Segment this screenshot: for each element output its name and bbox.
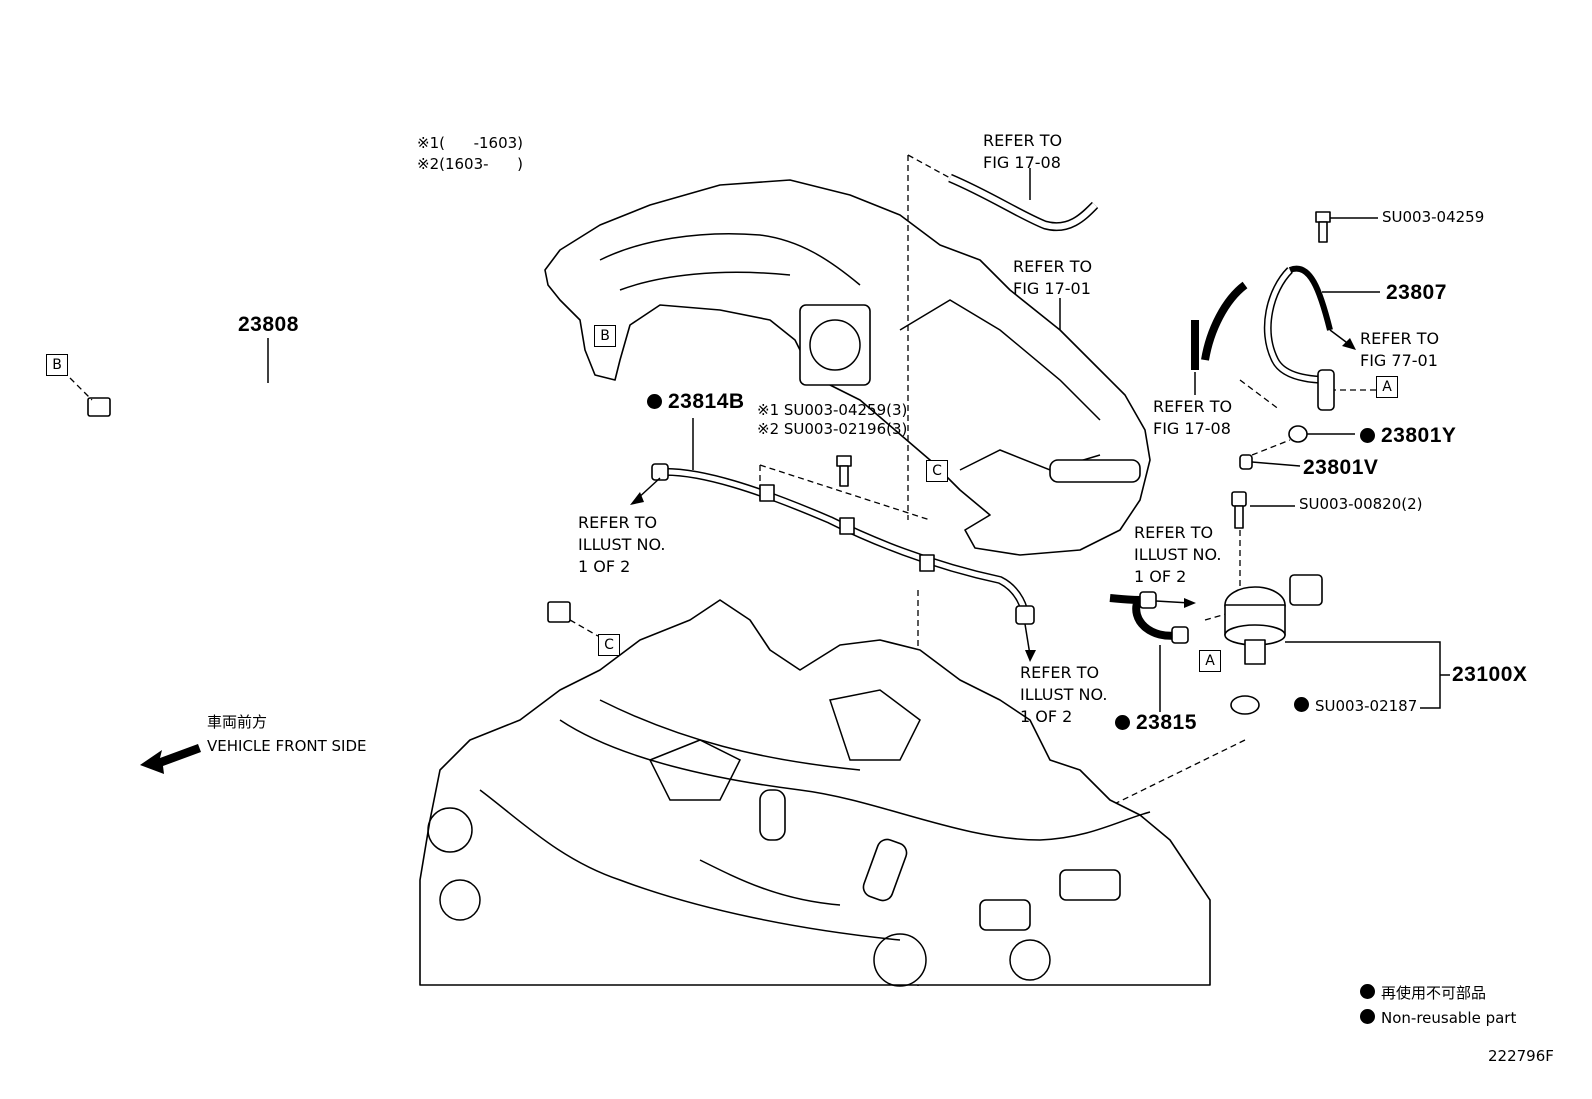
refer-fig-77-01: REFER TO FIG 77-01	[1360, 329, 1440, 370]
hose-23808	[69, 338, 599, 637]
part-23801Y: 23801Y	[1360, 425, 1456, 446]
non-reusable-dot-icon	[647, 394, 662, 409]
refer-fig-17-01: REFER TO FIG 17-01	[1013, 257, 1093, 298]
figure-id: 222796F	[1488, 1047, 1554, 1065]
refer-illust-left: REFER TO ILLUST NO. 1 OF 2	[578, 513, 666, 576]
part-23808: 23808	[238, 313, 299, 336]
hose-23807	[1263, 211, 1380, 411]
refer-illust-right: REFER TO ILLUST NO. 1 OF 2	[1134, 523, 1222, 586]
refer-fig-17-08-mid: REFER TO FIG 17-08	[1153, 397, 1233, 438]
part-su003-00820: SU003-00820(2)	[1299, 495, 1423, 513]
connector-box-b-manifold: B	[594, 325, 616, 347]
connector-box-c-manifold: C	[926, 460, 948, 482]
hose-23814B	[630, 418, 1036, 662]
part-23100X: 23100X	[1452, 663, 1528, 686]
non-reusable-dot-icon	[1294, 697, 1309, 712]
engine-block	[419, 599, 1211, 987]
part-23801V: 23801V	[1303, 456, 1379, 479]
connector-box-a-bottom: A	[1199, 650, 1221, 672]
connector-box-b-left: B	[46, 354, 68, 376]
vehicle-front-en: VEHICLE FRONT SIDE	[207, 737, 367, 755]
part-23815: 23815	[1115, 712, 1197, 733]
vehicle-front-jp: 車両前方	[207, 713, 268, 731]
part-su003-02187: SU003-02187	[1294, 697, 1417, 714]
refer-fig-17-08-top: REFER TO FIG 17-08	[983, 131, 1063, 172]
fittings-23801	[1239, 425, 1355, 470]
hose-23815	[1109, 591, 1196, 712]
part-su003-04259: SU003-04259	[1382, 208, 1485, 226]
part-23807: 23807	[1386, 281, 1447, 304]
bolt-su003-00820	[1231, 491, 1295, 529]
connector-box-c-hose: C	[598, 634, 620, 656]
legend-en: Non-reusable part	[1360, 1009, 1516, 1026]
non-reusable-dot-icon	[1360, 428, 1375, 443]
hose-refer-mid	[1191, 281, 1248, 370]
note-1: ※1( -1603)	[417, 134, 524, 152]
vehicle-front-arrow-icon	[140, 744, 201, 774]
legend-dot-icon	[1360, 984, 1375, 999]
connector-box-a-top: A	[1376, 376, 1398, 398]
legend-jp: 再使用不可部品	[1360, 984, 1486, 1001]
bolt-spec-2: ※2 SU003-02196(3)	[757, 420, 908, 438]
bolt-spec-1: ※1 SU003-04259(3)	[757, 401, 908, 419]
intake-manifold	[544, 179, 1151, 556]
part-23814B: 23814B	[647, 391, 745, 412]
note-2: ※2(1603- )	[417, 155, 524, 173]
bolt-su003-manifold	[836, 455, 852, 487]
fuel-pump-23100X	[1224, 574, 1450, 715]
non-reusable-dot-icon	[1115, 715, 1130, 730]
legend-dot-icon	[1360, 1009, 1375, 1024]
refer-illust-center: REFER TO ILLUST NO. 1 OF 2	[1020, 663, 1108, 726]
